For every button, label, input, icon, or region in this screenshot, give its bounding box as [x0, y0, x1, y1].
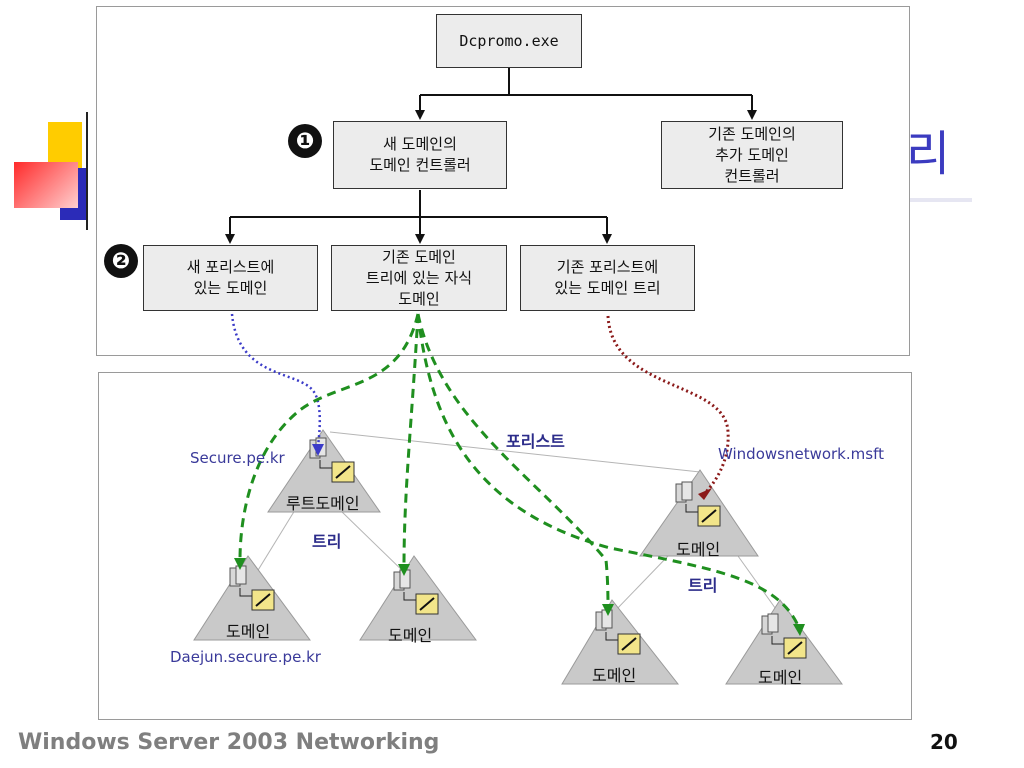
- tree-label-right: 트리: [688, 576, 718, 595]
- server-icon: [393, 569, 439, 615]
- server-icon: [675, 481, 721, 527]
- secure-domain-label: Secure.pe.kr: [190, 449, 285, 467]
- new-forest-box: 새 포리스트에 있는 도메인: [143, 245, 318, 311]
- server-icon: [761, 613, 807, 659]
- domain-label-tree2: 도메인: [758, 668, 803, 687]
- tree-label-left: 트리: [312, 532, 342, 551]
- flowchart-connectors: [225, 68, 757, 244]
- domain-label-tree1: 도메인: [592, 666, 637, 685]
- step-2-badge: ❷: [104, 244, 138, 278]
- decor-yellow-square: [48, 122, 82, 168]
- green-dashed-connectors: [238, 313, 802, 631]
- slide-title-fragment: 리: [906, 126, 951, 182]
- windowsnetwork-domain-label: Windowsnetwork.msft: [718, 445, 884, 463]
- forest-label: 포리스트: [506, 432, 565, 451]
- domain-label-daejun: 도메인: [226, 622, 271, 641]
- red-dotted-connector: [606, 315, 730, 496]
- child-domain-box: 기존 도메인 트리에 있는 자식 도메인: [331, 245, 507, 311]
- domain-label-child: 도메인: [388, 626, 433, 645]
- blue-dotted-connector: [230, 313, 321, 447]
- page-number: 20: [930, 730, 958, 754]
- domain-label-windowsnetwork: 도메인: [676, 540, 721, 559]
- tree-lines: [251, 431, 779, 613]
- new-dc-box: 새 도메인의 도메인 컨트롤러: [333, 121, 507, 189]
- new-tree-box: 기존 포리스트에 있는 도메인 트리: [520, 245, 695, 311]
- footer-text: Windows Server 2003 Networking: [18, 730, 440, 755]
- decor-red-square: [14, 162, 78, 208]
- server-icon: [229, 565, 275, 611]
- decor-vertical-line: [86, 112, 88, 230]
- server-icons: [229, 437, 807, 659]
- additional-dc-box: 기존 도메인의 추가 도메인 컨트롤러: [661, 121, 843, 189]
- server-icon: [595, 609, 641, 655]
- root-domain-label: 루트도메인: [286, 494, 360, 513]
- decor-title-underline: [906, 198, 972, 202]
- daejun-domain-label: Daejun.secure.pe.kr: [170, 648, 321, 666]
- step-1-badge: ❶: [288, 124, 322, 158]
- dcpromo-box: Dcpromo.exe: [436, 14, 582, 68]
